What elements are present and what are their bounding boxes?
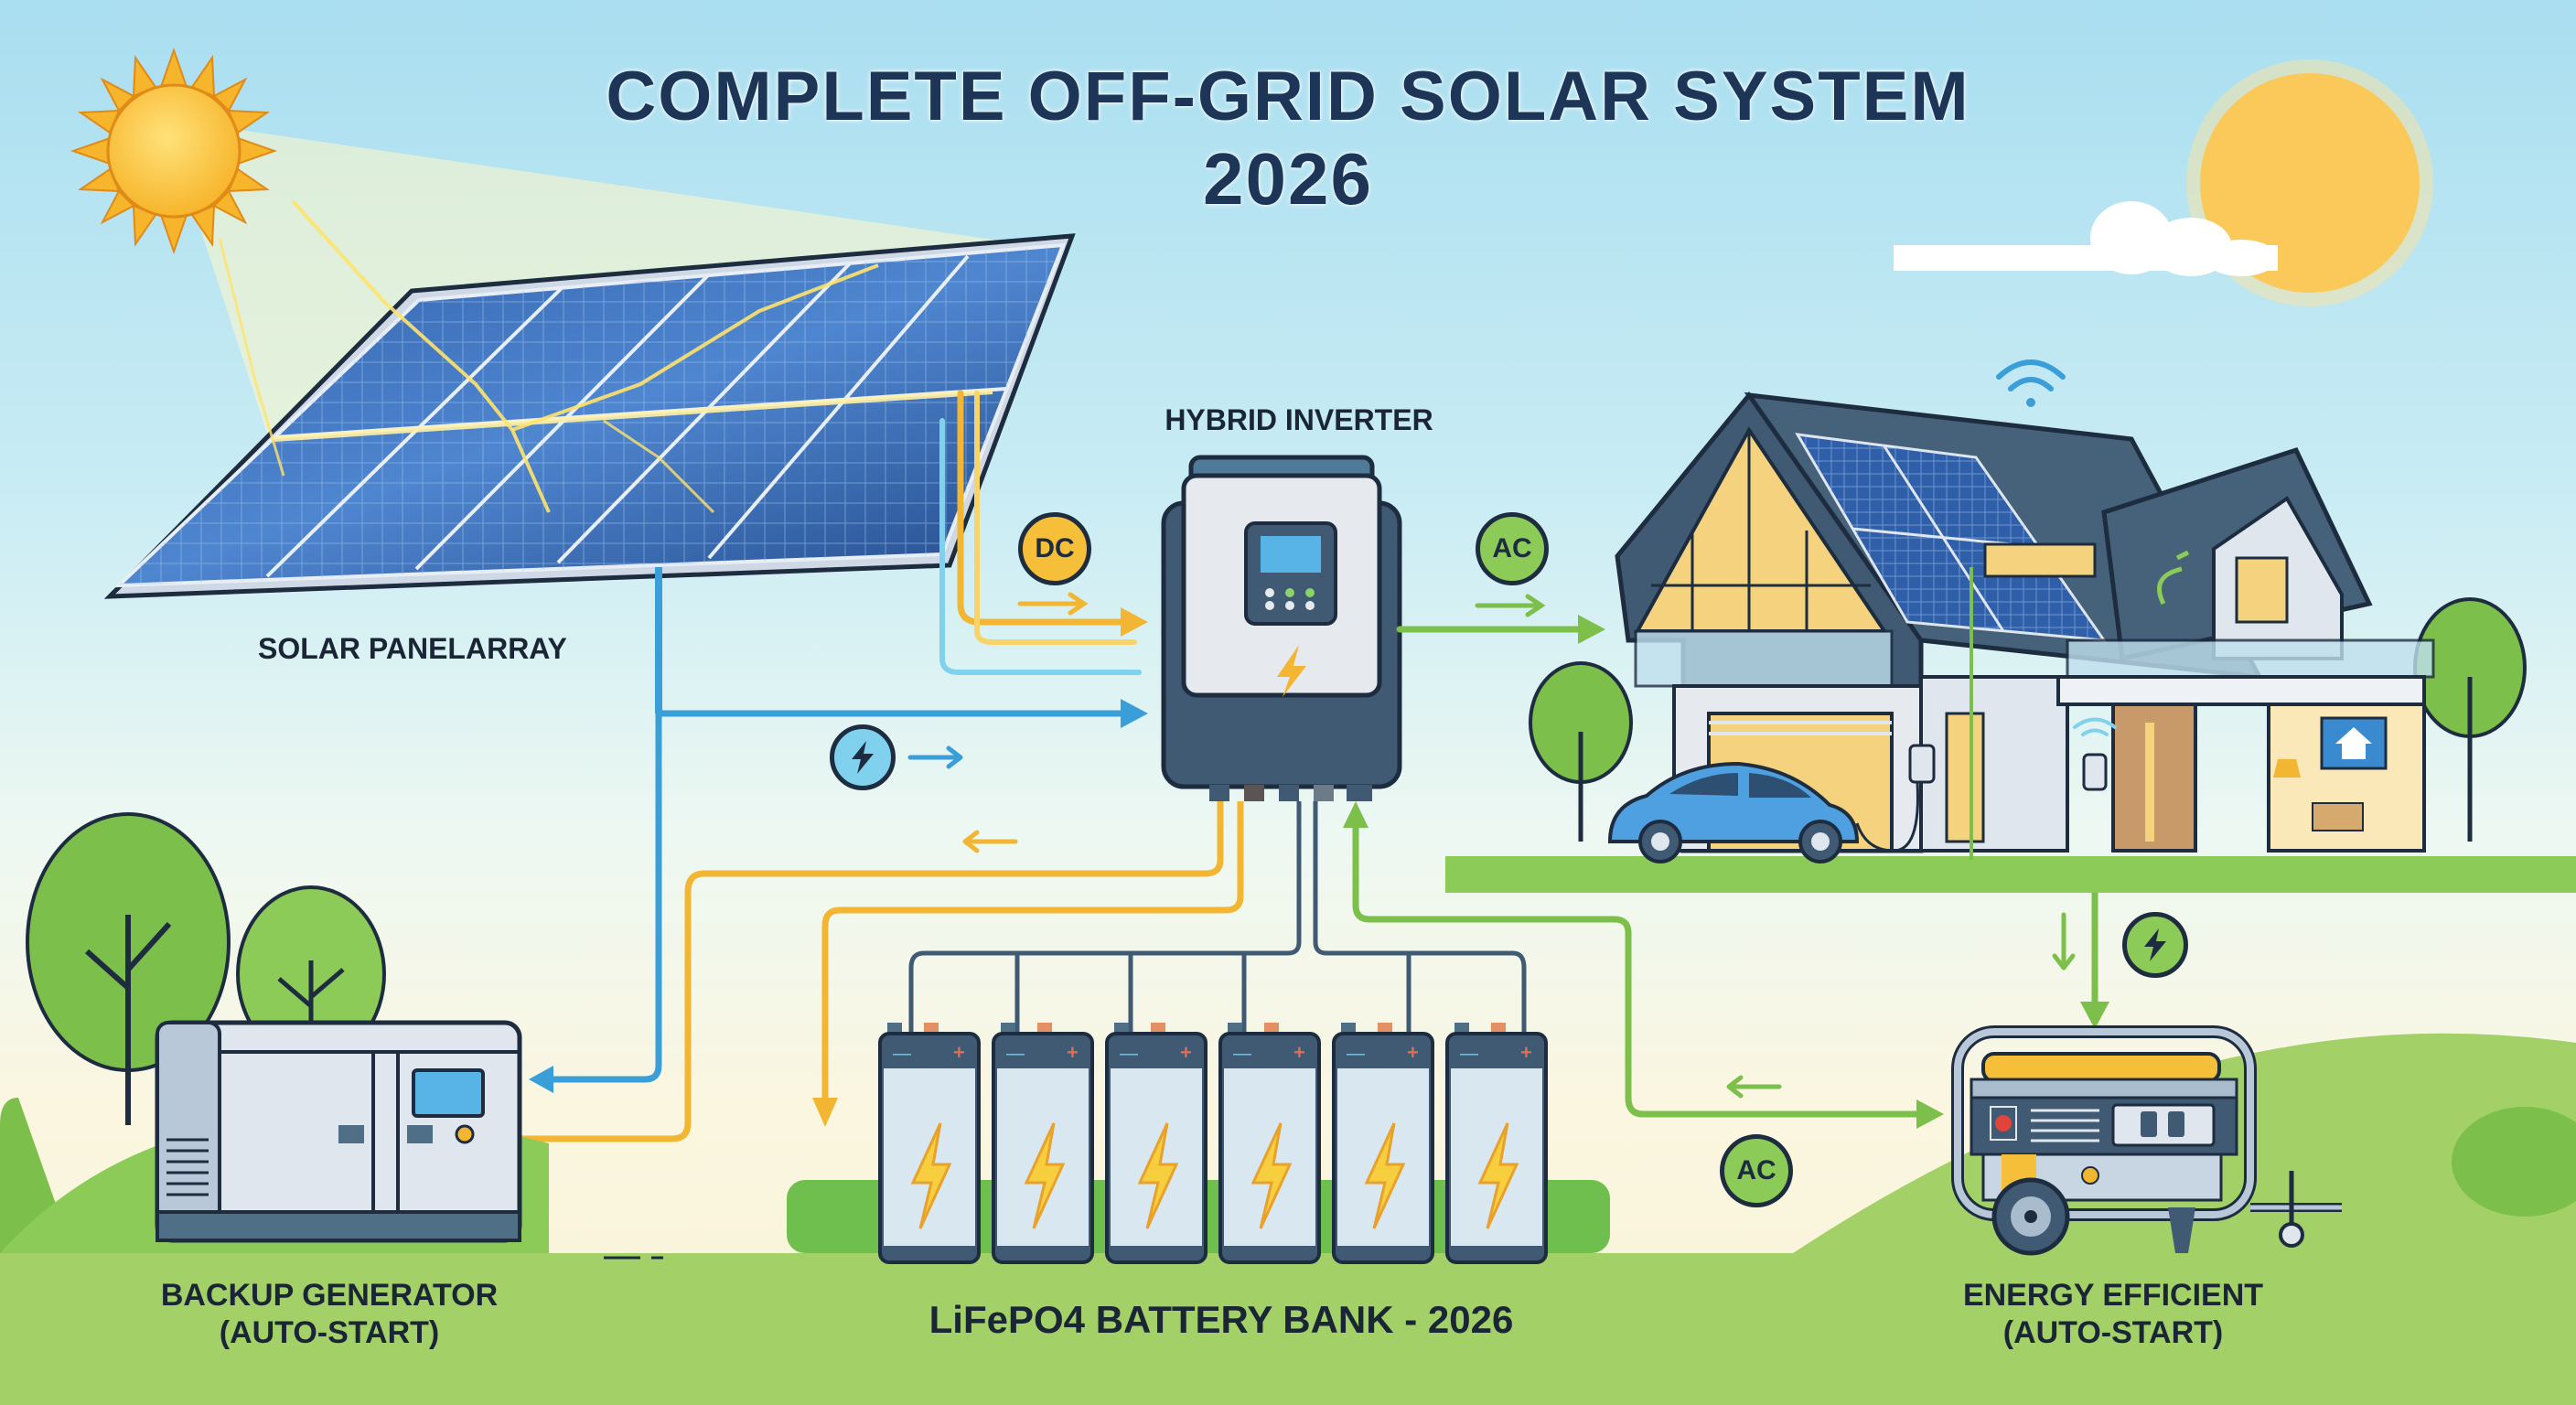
ground <box>0 1253 2576 1405</box>
portable-generator-label-line2: (AUTO-START) <box>2002 1314 2224 1350</box>
bolt-icon <box>852 741 874 774</box>
power-badge-green <box>2122 912 2188 978</box>
bolt-icon <box>1024 1122 1066 1229</box>
bolt-icon <box>1137 1122 1179 1229</box>
inverter-label: HYBRID INVERTER <box>1165 403 1433 436</box>
backup-generator-label: BACKUP GENERATOR (AUTO-START) <box>137 1277 521 1352</box>
ac-badge-generator: AC <box>1720 1134 1793 1207</box>
battery-bank-label: LiFePO4 BATTERY BANK - 2026 <box>928 1298 1514 1341</box>
wifi-icon-small <box>2073 717 2117 736</box>
portable-generator-label: ENERGY EFFICIENT (AUTO-START) <box>1921 1277 2305 1352</box>
battery-cell-4: — + <box>1218 1023 1321 1264</box>
bolt-icon <box>1250 1122 1293 1229</box>
power-badge-blue <box>830 724 896 790</box>
bolt-icon <box>2144 928 2166 961</box>
dc-wiring <box>655 390 1148 728</box>
backup-generator <box>155 1020 522 1243</box>
svg-text:—: — <box>1460 1044 1478 1064</box>
svg-text:—: — <box>893 1044 911 1064</box>
battery-wiring <box>521 713 2109 1142</box>
ac-badge-house: AC <box>1476 512 1549 585</box>
svg-text:—: — <box>1120 1044 1138 1064</box>
portable-generator <box>1951 1025 2342 1256</box>
dc-badge: DC <box>1018 512 1091 585</box>
sun-icon <box>70 47 278 255</box>
svg-text:+: + <box>1180 1041 1192 1064</box>
wifi-icon <box>1996 359 2066 407</box>
svg-text:—: — <box>1233 1044 1251 1064</box>
portable-generator-label-line1: ENERGY EFFICIENT <box>1962 1278 2264 1313</box>
svg-text:+: + <box>1520 1041 1532 1064</box>
backup-generator-label-line2: (AUTO-START) <box>219 1314 440 1350</box>
page-title-year: 2026 <box>1203 138 1373 220</box>
bolt-icon <box>1477 1122 1519 1229</box>
battery-cell-1: — + <box>878 1023 981 1264</box>
svg-text:+: + <box>1407 1041 1419 1064</box>
battery-bank: — + — + — + — + <box>787 1023 1610 1264</box>
bolt-icon <box>1364 1122 1406 1229</box>
eco-leaf-icon <box>2157 550 2190 606</box>
battery-cell-5: — + <box>1332 1023 1434 1264</box>
svg-text:+: + <box>953 1041 965 1064</box>
svg-text:—: — <box>1006 1044 1025 1064</box>
smart-home <box>1445 391 2576 893</box>
cloud-icon <box>1894 201 2278 276</box>
solar-panel-label: SOLAR PANELARRAY <box>258 632 567 665</box>
bolt-icon <box>910 1122 952 1229</box>
bush <box>2452 1107 2576 1217</box>
svg-text:—: — <box>1347 1044 1365 1064</box>
ac-wiring-house <box>1396 594 1605 644</box>
bolt-icon <box>1277 645 1306 697</box>
svg-text:+: + <box>1293 1041 1305 1064</box>
page-title: COMPLETE OFF-GRID SOLAR SYSTEM <box>606 58 1970 135</box>
solar-panel-array <box>103 199 1076 713</box>
home-icon <box>2335 727 2372 759</box>
backup-generator-label-line1: BACKUP GENERATOR <box>160 1278 499 1313</box>
hybrid-inverter <box>1161 455 1402 801</box>
battery-cell-6: — + <box>1445 1023 1548 1264</box>
battery-cell-2: — + <box>992 1023 1094 1264</box>
svg-text:+: + <box>1067 1041 1079 1064</box>
battery-cell-3: — + <box>1105 1023 1208 1264</box>
